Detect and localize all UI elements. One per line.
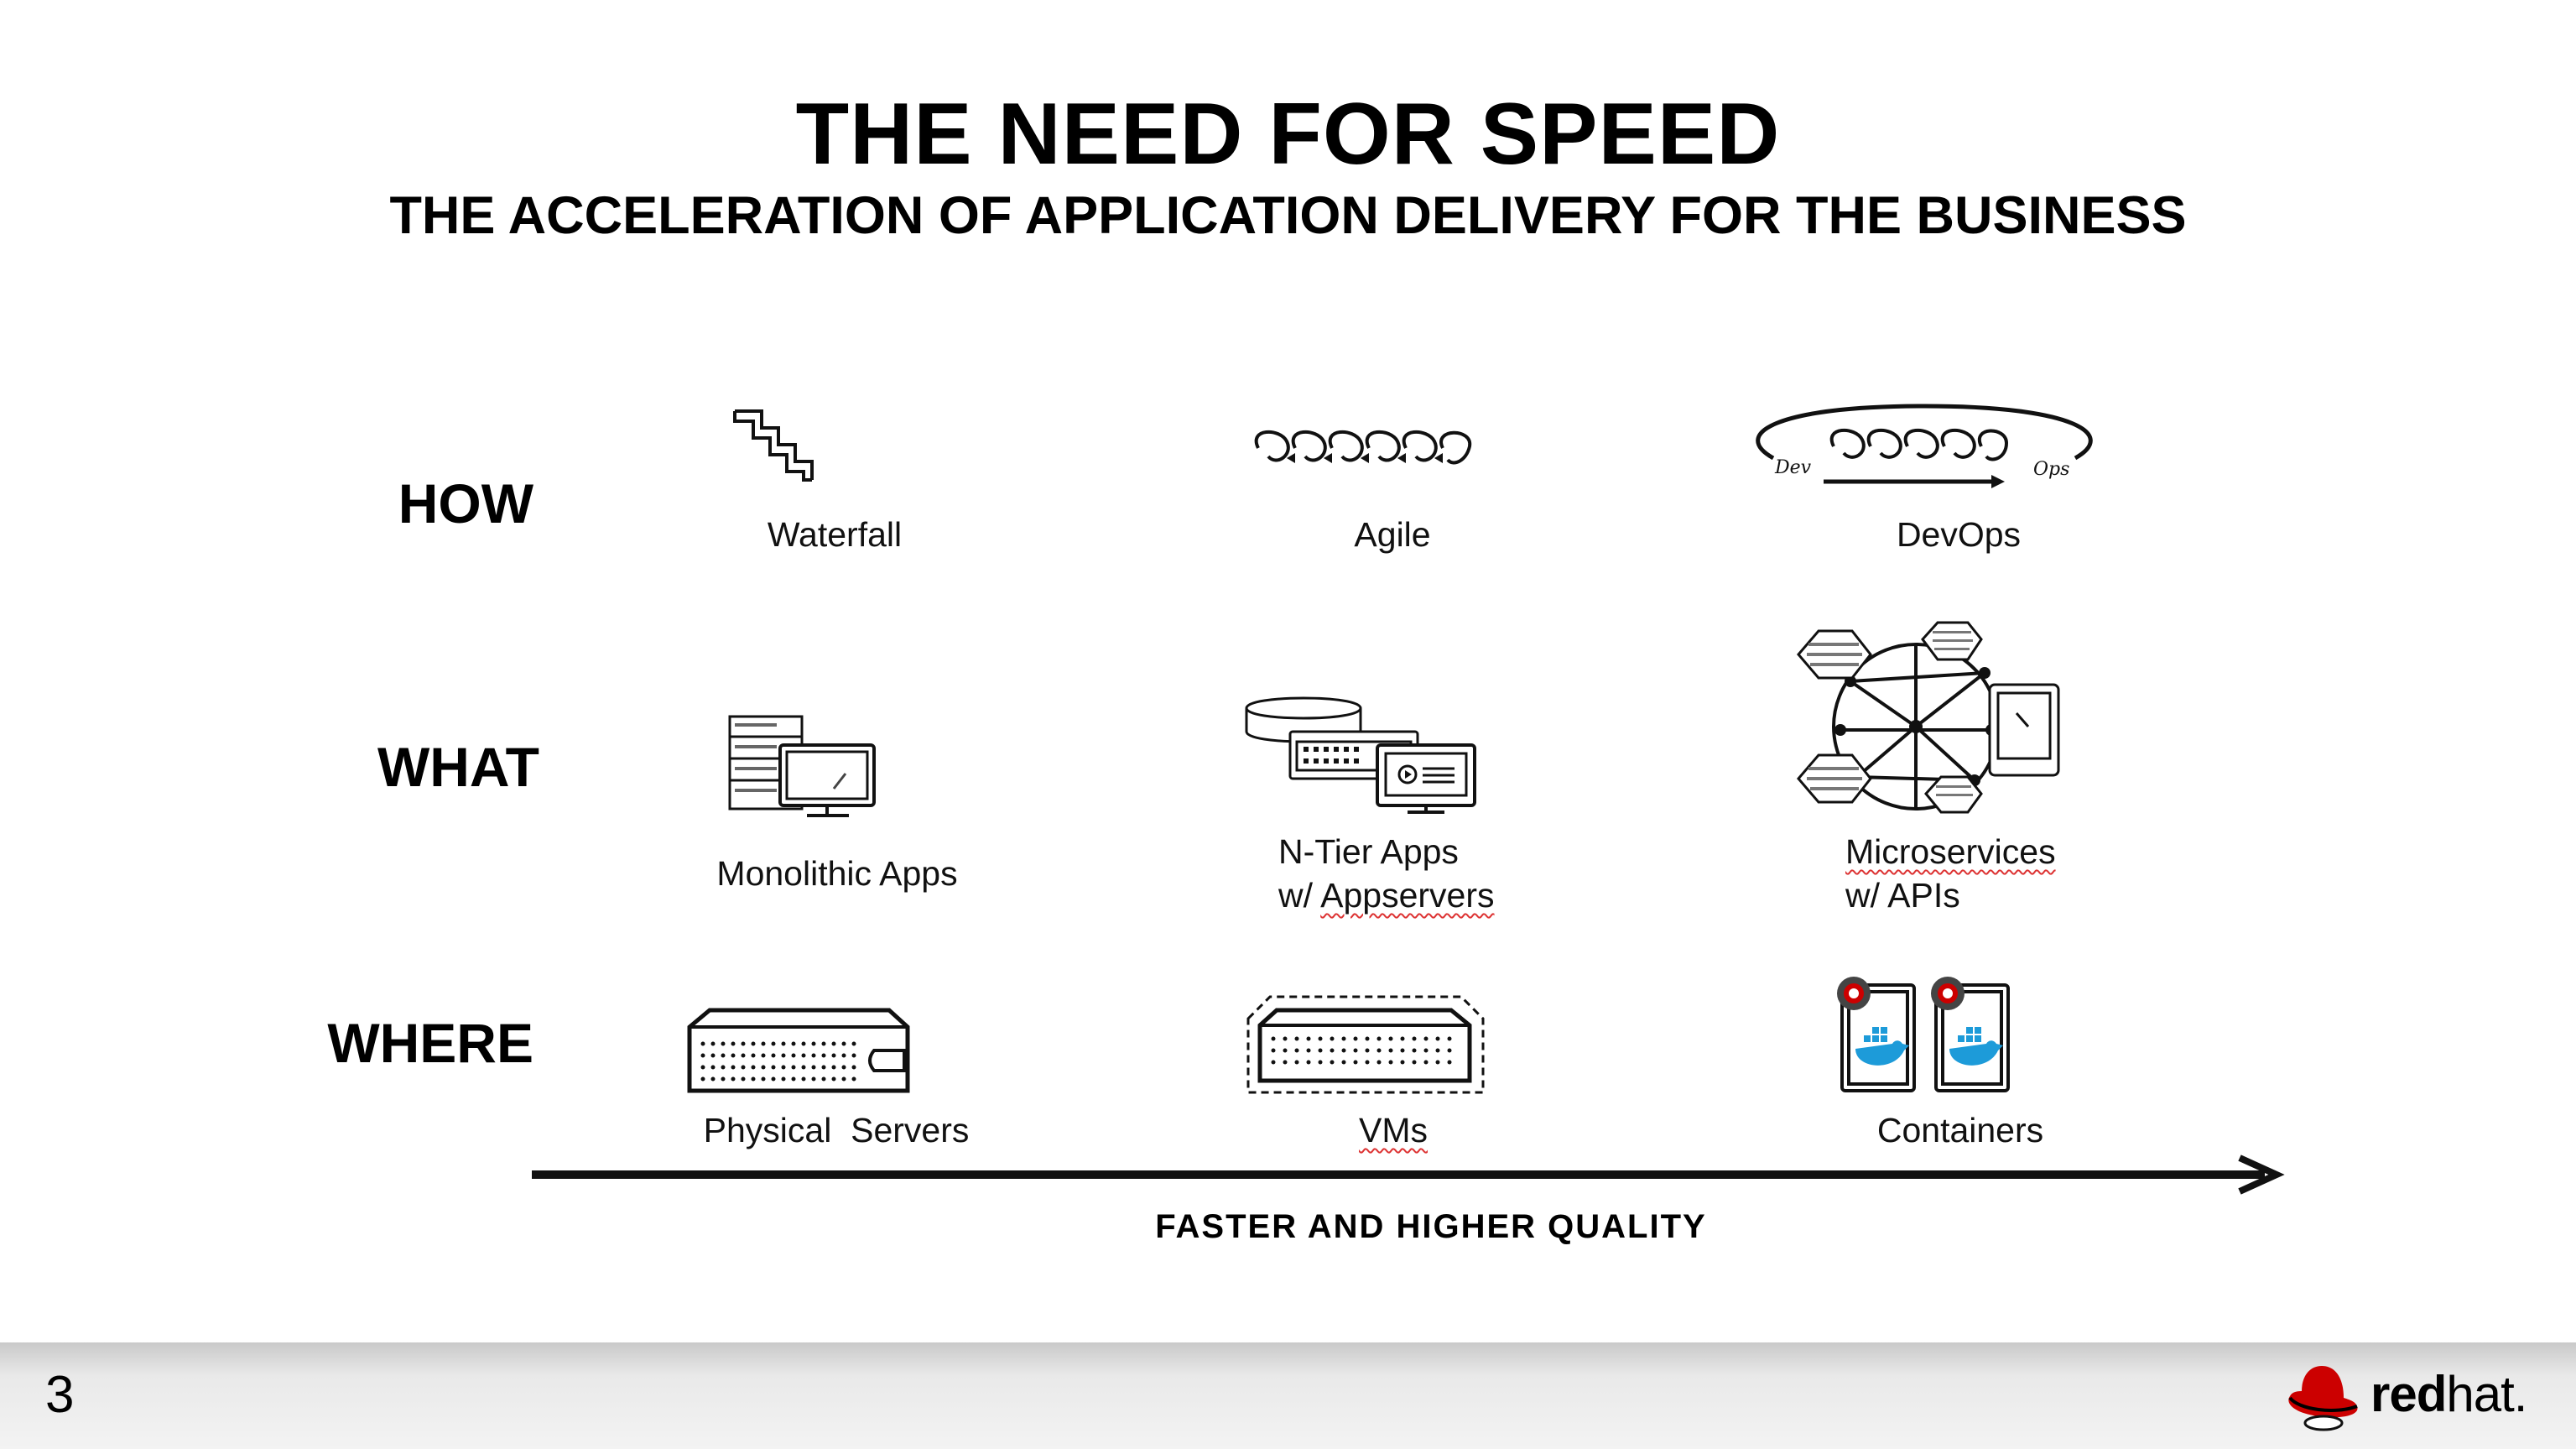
redhat-shadowman-icon bbox=[2288, 1366, 2358, 1431]
physical-server-icon bbox=[687, 1008, 910, 1093]
caption-ntier-line1: N-Tier Apps bbox=[1278, 832, 1459, 871]
caption-microservices-line2: w/ APIs bbox=[1845, 876, 1960, 915]
caption-ntier-line2: w/ Appservers bbox=[1278, 873, 1495, 918]
caption-vms: VMs bbox=[1359, 1111, 1428, 1149]
redhat-logo-light: hat. bbox=[2446, 1366, 2527, 1422]
caption-agile: Agile bbox=[1354, 515, 1431, 554]
caption-devops: DevOps bbox=[1896, 515, 2022, 554]
containers-icon bbox=[1837, 977, 2010, 1092]
row-label-where: WHERE bbox=[327, 1012, 533, 1074]
axis-caption: FASTER AND HIGHER QUALITY bbox=[1155, 1208, 1707, 1245]
footer-bar bbox=[0, 1342, 2576, 1449]
slide-title: THE NEED FOR SPEED bbox=[795, 86, 1781, 183]
caption-microservices-line1: Microservices bbox=[1845, 832, 2056, 871]
microservices-network-icon bbox=[1797, 621, 2060, 814]
row-label-what: WHAT bbox=[377, 736, 539, 798]
caption-containers: Containers bbox=[1876, 1111, 2044, 1149]
vm-server-icon bbox=[1246, 995, 1485, 1094]
monolithic-server-monitor-icon bbox=[728, 715, 876, 817]
caption-ntier-line2-word: Appservers bbox=[1320, 876, 1495, 915]
slide-subtitle: THE ACCELERATION OF APPLICATION DELIVERY… bbox=[389, 186, 2187, 245]
devops-dev-label: Dev bbox=[1774, 457, 1812, 478]
devops-ops-label: Ops bbox=[2033, 459, 2069, 480]
caption-waterfall: Waterfall bbox=[767, 515, 903, 554]
agile-loops-icon bbox=[1254, 430, 1472, 465]
redhat-logo-text: redhat. bbox=[2370, 1369, 2527, 1420]
redhat-logo-bold: red bbox=[2370, 1366, 2447, 1422]
ntier-servers-icon bbox=[1245, 696, 1476, 814]
page-number: 3 bbox=[45, 1366, 75, 1424]
devops-loop-icon: Dev Ops bbox=[1756, 404, 2093, 488]
caption-monolithic: Monolithic Apps bbox=[716, 854, 958, 893]
caption-ntier-line2-prefix: w/ bbox=[1278, 876, 1321, 915]
row-label-how: HOW bbox=[398, 472, 533, 534]
waterfall-steps-icon bbox=[733, 409, 814, 482]
arrow-right-icon bbox=[532, 1155, 2285, 1195]
caption-physical-servers: Physical Servers bbox=[703, 1111, 970, 1149]
